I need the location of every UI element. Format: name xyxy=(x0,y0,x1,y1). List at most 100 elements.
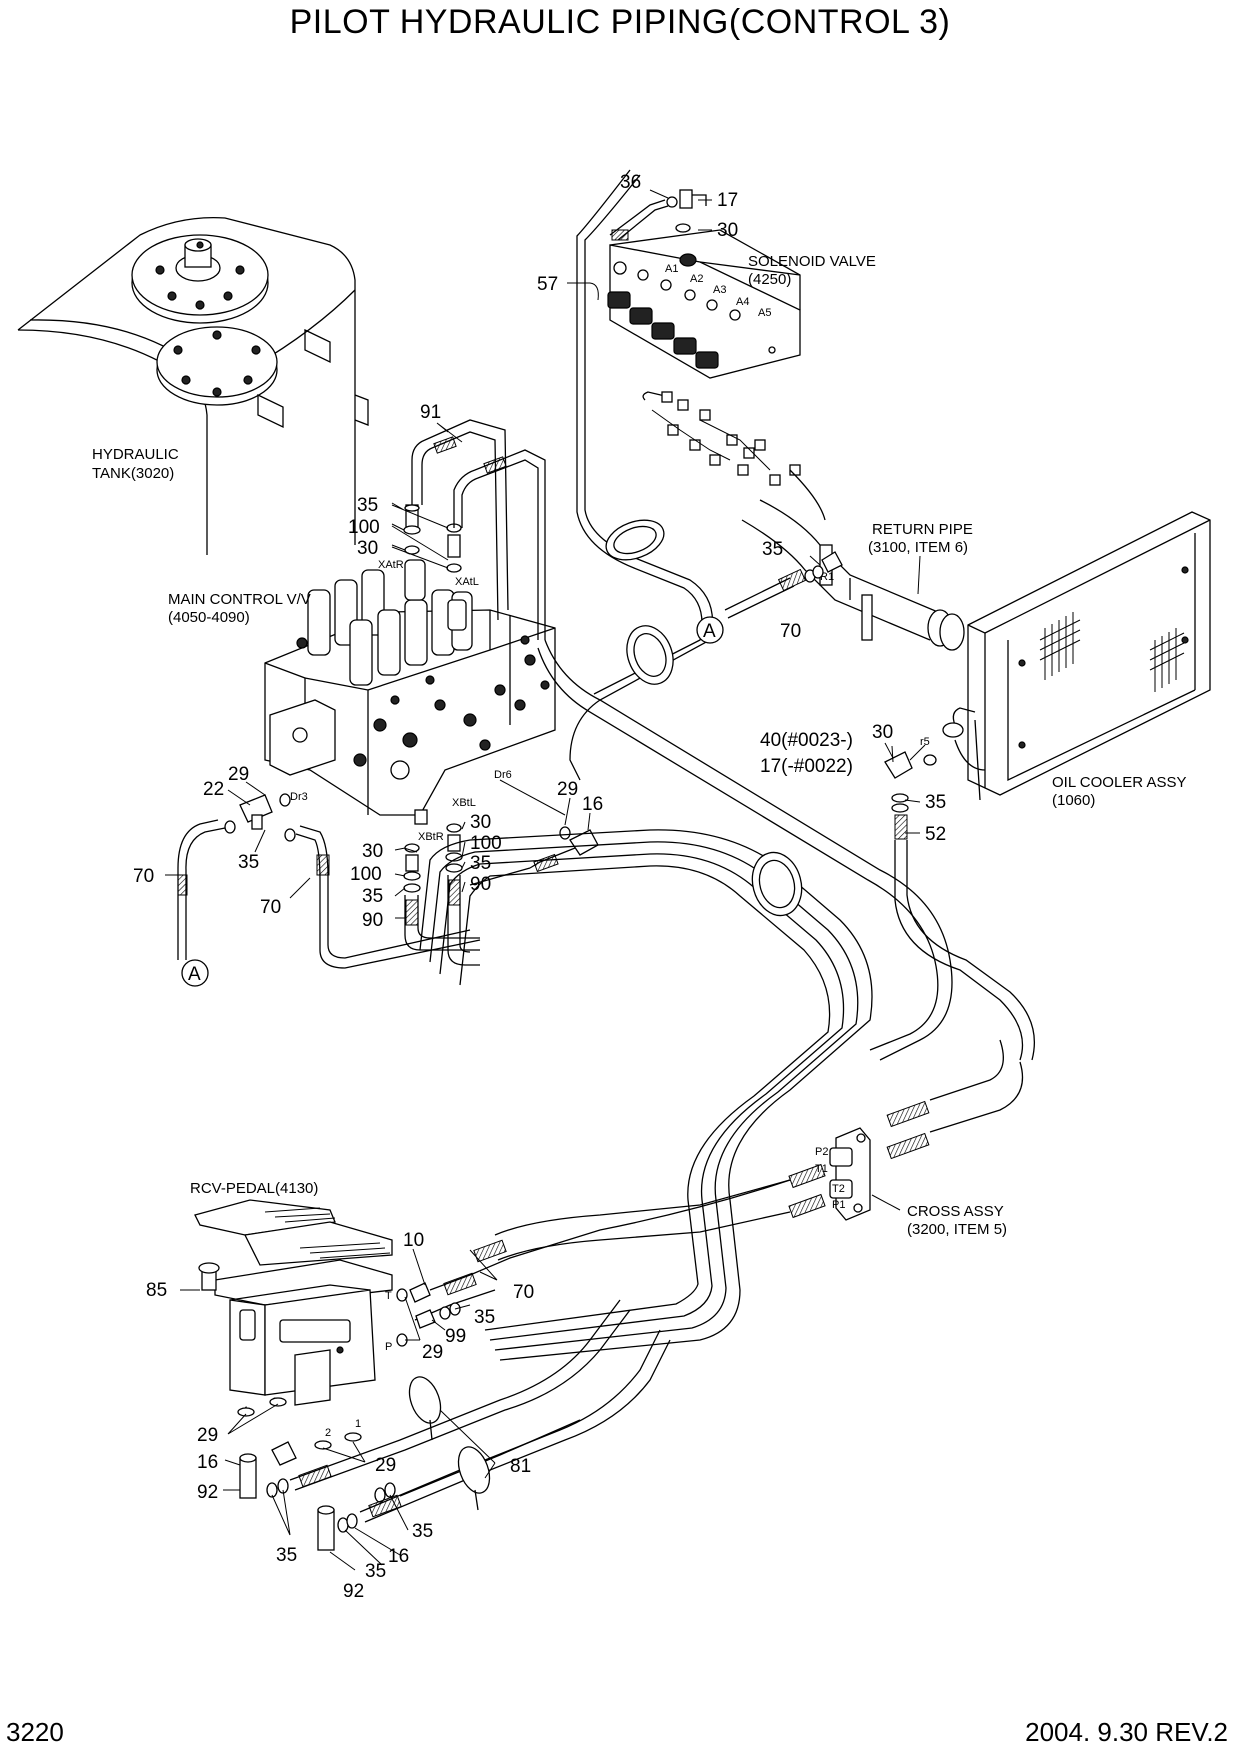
callout-17: 17 xyxy=(717,190,738,211)
return-pipe-label-2: (3100, ITEM 6) xyxy=(868,539,968,556)
callout-57: 57 xyxy=(537,274,558,295)
pedal-fittings xyxy=(237,1179,791,1551)
callout-35: 35 xyxy=(925,792,946,813)
callout-70: 70 xyxy=(260,897,281,918)
callout-100: 100 xyxy=(348,517,380,538)
callout-30: 30 xyxy=(470,812,491,833)
cross-assy-label-2: (3200, ITEM 5) xyxy=(907,1221,1007,1238)
port-a3: A3 xyxy=(713,284,726,296)
port-p: P xyxy=(385,1341,392,1353)
svg-text:A: A xyxy=(703,621,716,642)
callout-29: 29 xyxy=(197,1425,218,1446)
callout-36: 36 xyxy=(620,172,641,193)
rcv-pedal-label: RCV-PEDAL(4130) xyxy=(190,1180,318,1197)
dr6-fittings xyxy=(469,779,599,886)
port-p1: P1 xyxy=(832,1199,845,1211)
oil-cooler-label-1: OIL COOLER ASSY xyxy=(1052,774,1187,791)
callout-35: 35 xyxy=(470,853,491,874)
callout-35: 35 xyxy=(762,539,783,560)
port-xbtr: XBtR xyxy=(418,831,444,843)
hose-clamps xyxy=(408,1376,491,1511)
port-a2: A2 xyxy=(690,273,703,285)
callout-labels: 36 17 30 57 91 35 100 30 35 70 40(#0023-… xyxy=(133,172,946,1602)
callout-70: 70 xyxy=(780,621,801,642)
callout-29: 29 xyxy=(375,1455,396,1476)
return-pipe xyxy=(741,469,965,651)
callout-35: 35 xyxy=(474,1307,495,1328)
leader-lines xyxy=(165,189,926,1571)
callout-10: 10 xyxy=(403,1230,424,1251)
callout-90: 90 xyxy=(362,910,383,931)
port-xatl: XAtL xyxy=(455,576,479,588)
mcv-bottom-fittings xyxy=(403,823,480,966)
callout-30: 30 xyxy=(362,841,383,862)
port-t1: T1 xyxy=(815,1163,828,1175)
port-a5: A5 xyxy=(758,307,771,319)
callout-30: 30 xyxy=(357,538,378,559)
grommet-rings xyxy=(605,519,803,917)
callout-16: 16 xyxy=(582,794,603,815)
page-number: 3220 xyxy=(6,1717,64,1747)
callout-81: 81 xyxy=(510,1456,531,1477)
port-p2: P2 xyxy=(815,1146,828,1158)
callout-29: 29 xyxy=(228,764,249,785)
callout-35: 35 xyxy=(357,495,378,516)
callout-40: 40(#0023-) xyxy=(760,730,853,751)
main-control-valve xyxy=(264,559,556,825)
port-r5: r5 xyxy=(920,736,930,748)
callout-92: 92 xyxy=(343,1581,364,1602)
callout-52: 52 xyxy=(925,824,946,845)
svg-text:A: A xyxy=(188,964,201,985)
solenoid-valve xyxy=(607,229,801,379)
callout-70: 70 xyxy=(133,866,154,887)
solenoid-top-fittings xyxy=(609,189,707,267)
callout-100: 100 xyxy=(470,833,502,854)
callout-92: 92 xyxy=(197,1482,218,1503)
marker-a-2: A xyxy=(181,959,209,987)
callout-30: 30 xyxy=(872,722,893,743)
port-xbtl: XBtL xyxy=(452,797,476,809)
oil-cooler xyxy=(942,511,1211,796)
callout-100: 100 xyxy=(350,864,382,885)
callout-16: 16 xyxy=(388,1546,409,1567)
callout-22: 22 xyxy=(203,779,224,800)
oil-cooler-hose xyxy=(884,751,1036,1061)
solenoid-fitting-cluster xyxy=(642,391,801,486)
cross-assy xyxy=(494,1039,1024,1261)
callout-30: 30 xyxy=(717,220,738,241)
hydraulic-tank-label-1: HYDRAULIC xyxy=(92,446,179,463)
callout-85: 85 xyxy=(146,1280,167,1301)
port-t2: T2 xyxy=(832,1183,845,1195)
callout-91: 91 xyxy=(420,402,441,423)
callout-70: 70 xyxy=(513,1282,534,1303)
port-a1: A1 xyxy=(665,263,678,275)
callout-35: 35 xyxy=(238,852,259,873)
port-r1: R1 xyxy=(820,571,834,583)
port-xatr: XAtR xyxy=(378,559,404,571)
port-dr3: Dr3 xyxy=(290,791,308,803)
callout-35: 35 xyxy=(276,1545,297,1566)
marker-a-1: A xyxy=(696,616,724,644)
main-control-valve-label-2: (4050-4090) xyxy=(168,609,250,626)
rcv-pedal xyxy=(194,1199,393,1406)
cross-assy-label-1: CROSS ASSY xyxy=(907,1203,1004,1220)
callout-17: 17(-#0022) xyxy=(760,756,853,777)
callout-16: 16 xyxy=(197,1452,218,1473)
port-1: 1 xyxy=(355,1418,361,1430)
callout-99: 99 xyxy=(445,1326,466,1347)
main-control-valve-label-1: MAIN CONTROL V/V xyxy=(168,591,311,608)
return-hose-a xyxy=(724,551,843,619)
revision-date: 2004. 9.30 REV.2 xyxy=(1025,1717,1228,1747)
port-a4: A4 xyxy=(736,296,749,308)
solenoid-valve-label-2: (4250) xyxy=(748,271,791,288)
callout-29: 29 xyxy=(557,779,578,800)
page-title: PILOT HYDRAULIC PIPING(CONTROL 3) xyxy=(289,3,951,41)
port-2: 2 xyxy=(325,1427,331,1439)
solenoid-valve-label-1: SOLENOID VALVE xyxy=(748,253,876,270)
hydraulic-tank xyxy=(17,216,369,555)
port-dr6: Dr6 xyxy=(494,769,512,781)
callout-29: 29 xyxy=(422,1342,443,1363)
return-pipe-label-1: RETURN PIPE xyxy=(872,521,973,538)
callout-90: 90 xyxy=(470,874,491,895)
